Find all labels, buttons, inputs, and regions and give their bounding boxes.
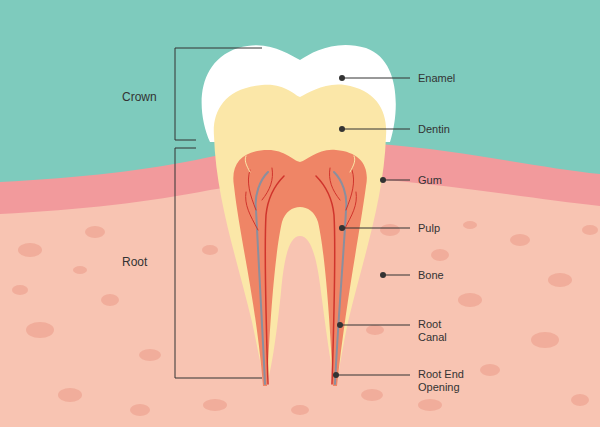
- part-label: Root: [122, 256, 147, 269]
- bone-blotch: [202, 245, 218, 255]
- bone-blotch: [418, 399, 442, 411]
- nerves: [245, 156, 356, 384]
- part-label: Pulp: [418, 222, 440, 235]
- pulp: [233, 150, 367, 386]
- bone-texture: [12, 221, 598, 416]
- bone-blotch: [458, 293, 482, 307]
- leader-lines: [336, 78, 410, 375]
- bone-blotch: [101, 294, 119, 306]
- bone-blotch: [291, 405, 309, 415]
- part-label: Bone: [418, 269, 444, 282]
- bone-blotch: [85, 226, 105, 238]
- brackets: [175, 48, 262, 378]
- bone-blotch: [366, 325, 384, 335]
- part-label: Root Canal: [418, 318, 470, 344]
- gum: [0, 143, 600, 427]
- dentin: [214, 84, 386, 386]
- bone-blotch: [548, 273, 572, 287]
- bone-blotch: [531, 332, 559, 348]
- bone-blotch: [26, 322, 54, 338]
- bone-blotch: [139, 349, 161, 361]
- part-label: Dentin: [418, 123, 450, 136]
- bone-blotch: [73, 266, 87, 274]
- part-label: Gum: [418, 174, 442, 187]
- bone-blotch: [380, 224, 400, 236]
- bone-blotch: [58, 388, 82, 402]
- bone-blotch: [203, 399, 227, 411]
- leader-dots: [333, 75, 386, 378]
- part-label: Root End Opening: [418, 368, 470, 394]
- bone-blotch: [510, 234, 530, 246]
- bone-blotch: [431, 249, 449, 261]
- bone-blotch: [571, 394, 589, 406]
- part-label: Crown: [122, 91, 157, 104]
- part-label: Enamel: [418, 72, 455, 85]
- bone-blotch: [361, 389, 383, 401]
- bone-blotch: [12, 285, 28, 295]
- bone-blotch: [463, 221, 477, 229]
- bone-blotch: [480, 364, 500, 376]
- bone-blotch: [18, 243, 42, 257]
- bone-blotch: [130, 404, 150, 416]
- bone-blotch: [582, 225, 598, 235]
